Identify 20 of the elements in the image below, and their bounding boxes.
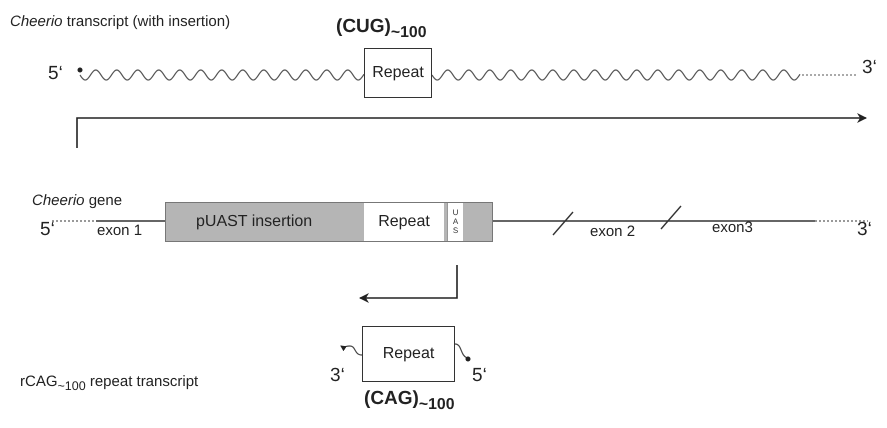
- end-label: 5‘: [472, 366, 487, 387]
- repeat-count-label: (CAG)$_{~100}$: [364, 388, 455, 414]
- end-label: 3‘: [857, 220, 872, 241]
- end-label: 5‘: [48, 64, 63, 85]
- exon-label: exon 1: [97, 223, 142, 240]
- exon-label: exon 2: [590, 224, 636, 240]
- exon-label: exon3: [712, 220, 753, 236]
- end-label: 3‘: [330, 366, 345, 387]
- title-text: Cheerio transcript (with insertion): [10, 14, 230, 30]
- caption-text: rCAG$_{~100}$ repeat transcript: [20, 374, 198, 394]
- repeat-box: Repeat: [364, 48, 432, 98]
- uas-element: UAS: [447, 203, 463, 241]
- repeat-segment: Repeat: [364, 203, 444, 241]
- insertion-label: pUAST insertion: [196, 213, 312, 231]
- repeat-box: Repeat: [362, 326, 455, 382]
- insertion-bar: [165, 202, 493, 242]
- end-label: 5‘: [40, 220, 55, 241]
- gene-name: Cheerio gene: [32, 193, 122, 210]
- repeat-count-label: (CUG)$_{~100}$: [336, 16, 427, 42]
- end-label: 3‘: [862, 58, 877, 79]
